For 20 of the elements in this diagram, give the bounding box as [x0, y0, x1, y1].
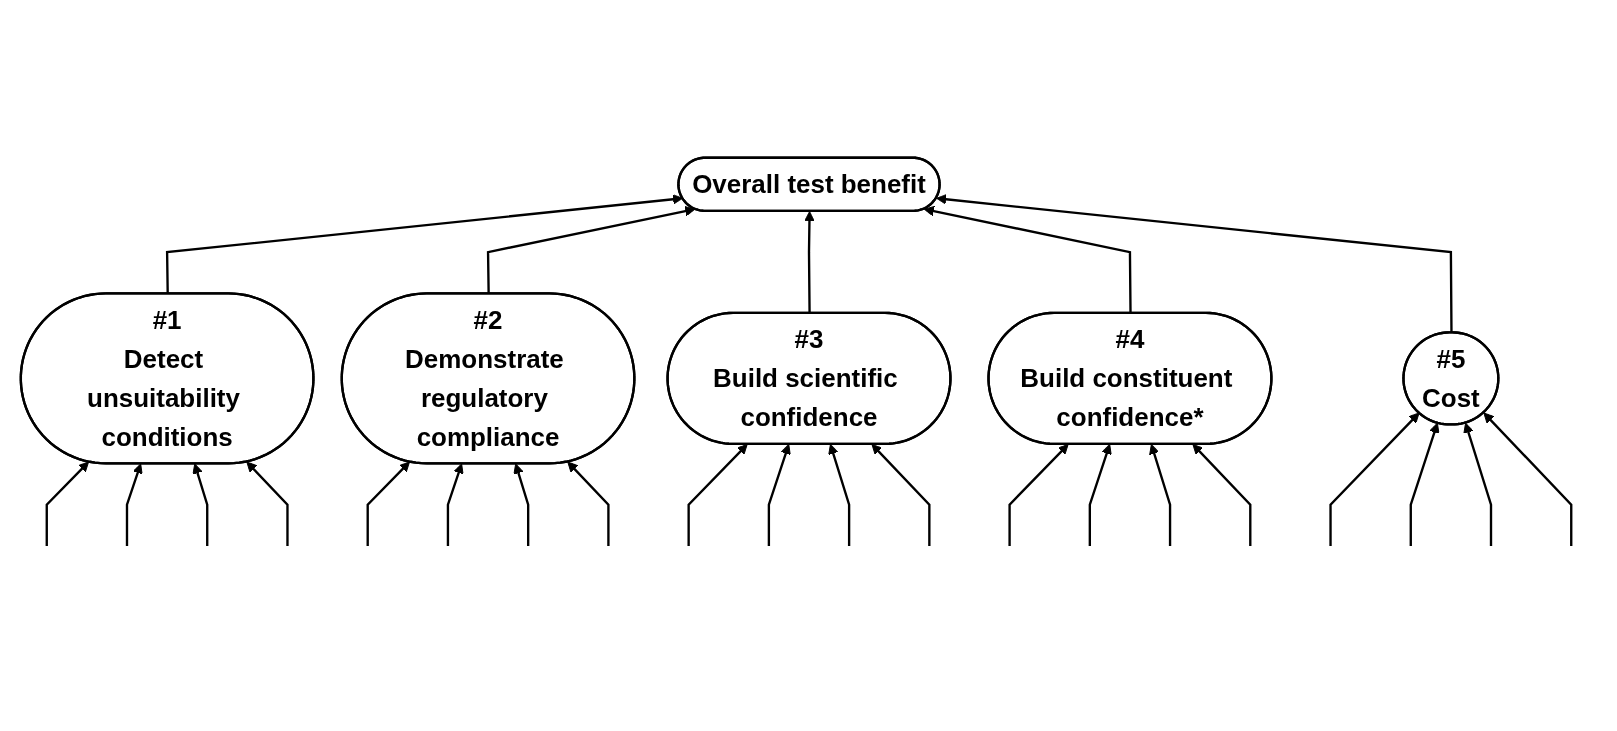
arrow	[245, 461, 289, 546]
arrow	[512, 462, 529, 546]
arrow	[1328, 412, 1420, 546]
arrow	[45, 461, 89, 546]
arrow	[1088, 443, 1112, 546]
arrow	[803, 210, 815, 313]
arrow	[1007, 443, 1069, 546]
arrow	[686, 443, 748, 546]
arrow	[1482, 412, 1572, 546]
arrow	[923, 205, 1132, 313]
arrow	[767, 443, 791, 546]
arrow	[366, 461, 410, 546]
arrow	[1409, 422, 1439, 546]
arrow	[1192, 443, 1251, 546]
arrow	[1462, 422, 1492, 546]
arrow	[871, 443, 931, 546]
arrow	[192, 462, 208, 546]
arrow	[566, 461, 610, 546]
arrow	[827, 443, 850, 546]
arrow	[1148, 443, 1171, 546]
